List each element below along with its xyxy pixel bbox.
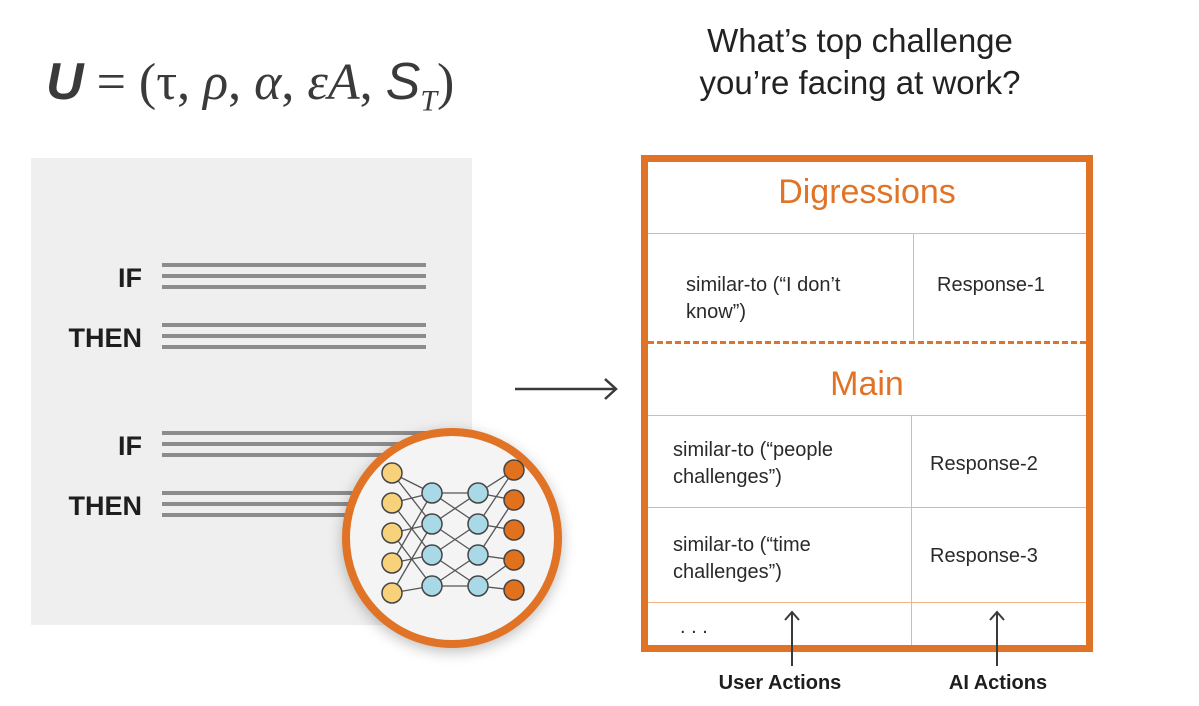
digressions-title: Digressions [778,173,956,211]
dialog-table-frame [641,155,1093,652]
then-keyword-1: THEN [68,323,143,353]
if-keyword-2: IF [118,431,142,461]
divider [648,415,1086,416]
if-keyword-1: IF [118,263,142,293]
divider [648,602,1086,603]
user-actions-label: User Actions [718,672,842,694]
ai-action-cell: Response-3 [930,545,1038,567]
then-lines-2 [162,491,426,524]
ai-actions-label: AI Actions [948,672,1048,694]
question-line-2: you’re facing at work? [699,64,1021,101]
ai-action-cell: Response-2 [930,453,1038,475]
utility-formula: U = (τ, ρ, α, εA, ST) [46,53,455,118]
formula-u: U [46,53,84,111]
question-heading: What’s top challenge you’re facing at wo… [640,20,1080,104]
up-arrow-icon [784,610,800,666]
column-divider [911,416,912,645]
user-action-cell: similar-to (“time challenges”) [673,534,811,583]
column-divider [913,234,914,340]
up-arrow-icon [989,610,1005,666]
section-separator [648,341,1086,344]
main-title: Main [830,365,904,403]
neural-network-icon [342,428,562,648]
right-arrow-icon [515,378,618,400]
divider [648,233,1086,234]
divider [648,507,1086,508]
question-line-1: What’s top challenge [707,22,1013,59]
then-keyword-2: THEN [68,491,143,521]
if-lines-2 [162,431,426,464]
if-lines-1 [162,263,426,296]
ellipsis-cell: . . . [680,616,708,638]
neural-network-graph [381,459,525,604]
user-action-cell: similar-to (“I don’t know”) [686,274,841,323]
user-action-cell: similar-to (“people challenges”) [673,439,834,488]
then-lines-1 [162,323,426,356]
ai-action-cell: Response-1 [937,274,1045,296]
